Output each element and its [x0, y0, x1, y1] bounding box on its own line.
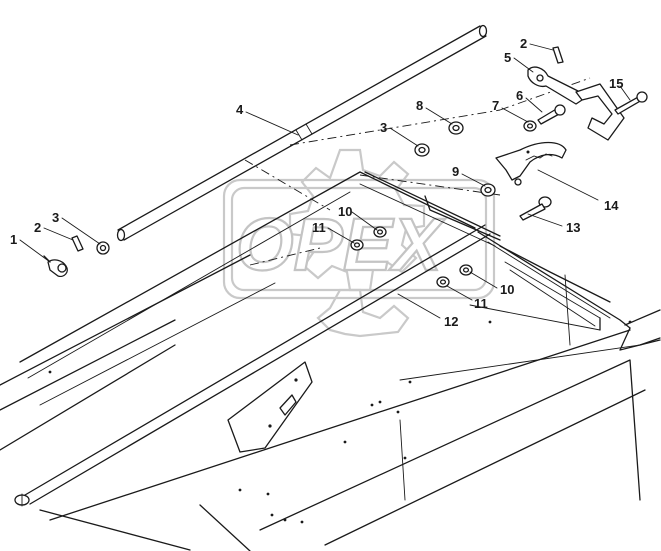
- part-2-pin-left: [71, 235, 84, 252]
- callout-10-lower: 10: [500, 282, 514, 297]
- callout-13: 13: [566, 220, 580, 235]
- callout-12: 12: [444, 314, 458, 329]
- part-11-nut-a: [350, 239, 364, 251]
- callout-2-left: 2: [34, 220, 41, 235]
- part-3-nut: [414, 143, 430, 157]
- part-2-pin-right: [552, 46, 564, 64]
- part-7-washer: [523, 120, 537, 132]
- callout-11-lower: 11: [474, 296, 488, 311]
- callout-15: 15: [609, 76, 623, 91]
- part-9-nut: [480, 183, 496, 197]
- callout-3-left: 3: [52, 210, 59, 225]
- part-6-bolt: [537, 104, 566, 125]
- part-10-washer-b: [459, 264, 473, 276]
- callout-8: 8: [416, 98, 423, 113]
- part-14-bracket: [495, 141, 567, 186]
- part-10-washer-a: [373, 226, 387, 238]
- header-frame: [0, 171, 661, 551]
- part-8-washer: [448, 121, 464, 135]
- rod-4: [116, 24, 488, 242]
- part-15-bolt: [614, 91, 648, 115]
- part-1-clip: [43, 255, 68, 278]
- callout-6: 6: [516, 88, 523, 103]
- assembly-lines: [244, 77, 591, 266]
- watermark-text: OPEX: [236, 203, 446, 286]
- watermark-logo: OPEX: [222, 148, 496, 338]
- callouts: 1 2 3 4 2 5 8 3 7 6 15 9 10 11 14 13 11 …: [10, 36, 623, 329]
- callout-1: 1: [10, 232, 17, 247]
- part-11-nut-b: [436, 276, 450, 288]
- watermark-frame: [222, 178, 496, 300]
- callout-14: 14: [604, 198, 619, 213]
- callout-11-upper: 11: [312, 220, 326, 235]
- watermark-frame-inner: [230, 186, 488, 292]
- part-13-bolt: [519, 196, 552, 221]
- callout-2-right: 2: [520, 36, 527, 51]
- callout-4: 4: [236, 102, 244, 117]
- callout-9: 9: [452, 164, 459, 179]
- part-5-latch: [527, 66, 625, 141]
- gear-icon: [288, 148, 426, 338]
- callout-5: 5: [504, 50, 511, 65]
- part-3-washer-left: [96, 241, 110, 255]
- callout-3-right: 3: [380, 120, 387, 135]
- rod-12: [14, 224, 491, 507]
- callout-10-upper: 10: [338, 204, 352, 219]
- callout-7: 7: [492, 98, 499, 113]
- leader-lines: [19, 43, 631, 319]
